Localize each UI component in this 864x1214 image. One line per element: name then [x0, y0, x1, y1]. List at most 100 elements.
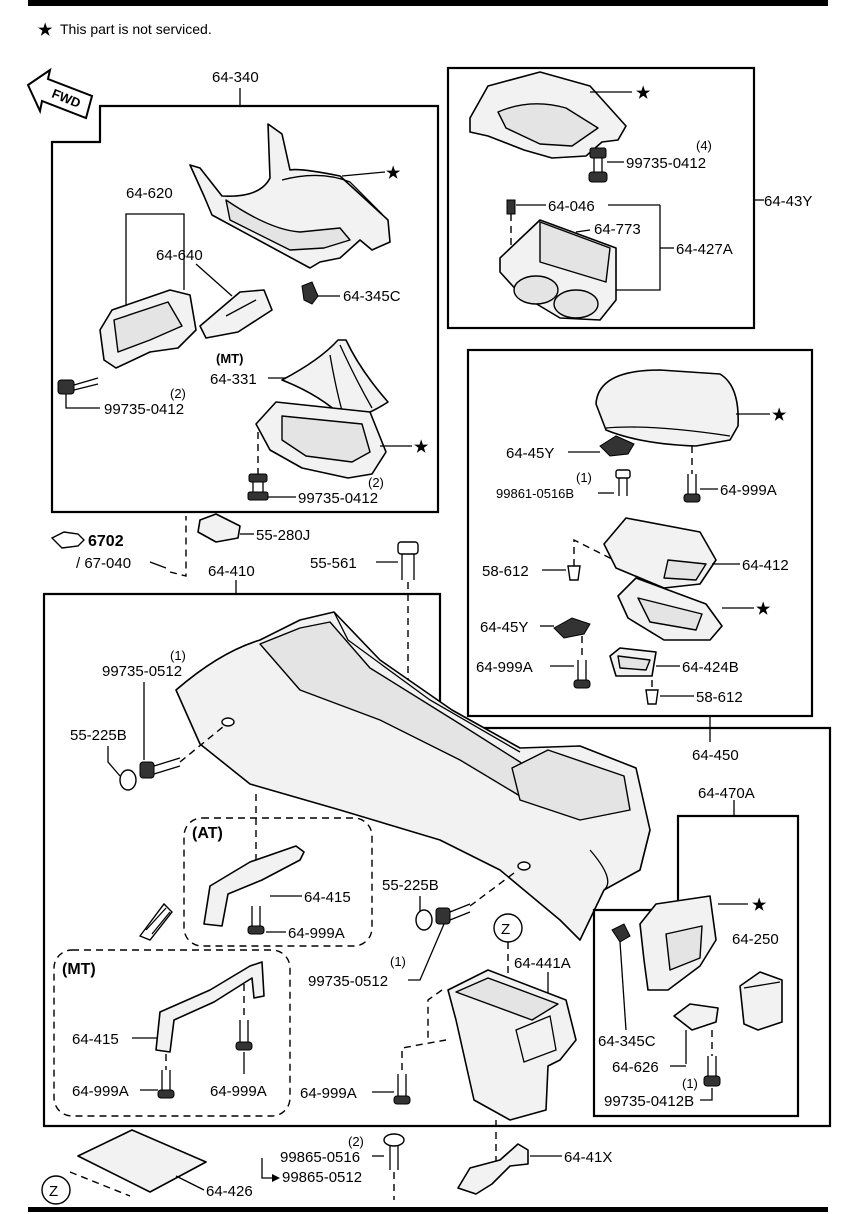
label-99735-0412-a: 99735-0412	[104, 401, 184, 418]
not-serviced-note: ★ This part is not serviced.	[38, 21, 212, 39]
label-64-999A-c: 64-999A	[288, 925, 345, 942]
label-64-250: 64-250	[732, 931, 779, 948]
screw-99735-0512-b	[435, 903, 471, 925]
part-64-626	[673, 1003, 719, 1031]
screw-99865	[383, 1133, 405, 1170]
box-64-410	[42, 592, 832, 1128]
bracket-64-415-at	[203, 845, 305, 927]
label-64-415-b: 64-415	[72, 1031, 119, 1048]
qty-1-b: (1)	[170, 648, 186, 663]
star-icon: ★	[636, 85, 651, 102]
note-text: This part is not serviced.	[60, 21, 212, 37]
label-64-41X: 64-41X	[564, 1149, 612, 1166]
star-icon: ★	[414, 439, 429, 456]
screw-99735-0412-a	[57, 377, 99, 395]
label-99735-0512-b: 99735-0512	[308, 973, 388, 990]
screw-64-999A-e	[235, 1020, 253, 1051]
star-icon: ★	[772, 407, 787, 424]
top-rule	[28, 0, 828, 6]
clip-64-345C	[301, 281, 319, 305]
qty-2-c: (2)	[348, 1134, 364, 1149]
fwd-arrow-icon: FWD	[26, 67, 94, 120]
label-99735-0412-b: 99735-0412	[298, 490, 378, 507]
label-64-470A: 64-470A	[698, 785, 755, 802]
qty-2-b: (2)	[368, 475, 384, 490]
screw-99735-0412-b	[247, 473, 269, 501]
clip-64-345C-b	[611, 923, 631, 943]
clip-58-612-b	[645, 689, 659, 705]
star-icon: ★	[752, 897, 767, 914]
label-64-773: 64-773	[594, 221, 641, 238]
label-mt-a: (MT)	[216, 351, 243, 366]
bolt-55-561	[397, 541, 419, 580]
screw-64-999A-f	[393, 1074, 411, 1105]
label-z-a: Z	[501, 921, 510, 938]
star-icon: ★	[756, 601, 771, 618]
z-marker-b	[41, 1175, 71, 1205]
label-64-999A-a: 64-999A	[720, 482, 777, 499]
screw-99735-0412-c	[588, 147, 608, 183]
ref-hand-icon	[50, 531, 85, 549]
qty-1-c: (1)	[390, 954, 406, 969]
label-64-999A-b: 64-999A	[476, 659, 533, 676]
label-64-410: 64-410	[208, 563, 255, 580]
screw-99735-0412B	[703, 1056, 721, 1087]
star-icon: ★	[386, 165, 401, 182]
label-99735-0512-a: 99735-0512	[102, 663, 182, 680]
center-console-64-410	[175, 611, 651, 941]
part-64-250	[739, 971, 783, 1031]
label-64-999A-e: 64-999A	[210, 1083, 267, 1100]
box-64-450	[466, 348, 814, 718]
pin-64-046	[506, 199, 516, 215]
side-panel-64-640	[199, 289, 273, 339]
label-64-43Y: 64-43Y	[764, 193, 812, 210]
label-64-345C-b: 64-345C	[598, 1033, 656, 1050]
qty-4: (4)	[696, 138, 712, 153]
label-58-612-a: 58-612	[482, 563, 529, 580]
label-64-426: 64-426	[206, 1183, 253, 1200]
direction-arrow-icon	[138, 902, 173, 941]
label-64-45Y-b: 64-45Y	[480, 619, 528, 636]
screw-64-999A-b	[573, 660, 591, 689]
screw-99735-0512-a	[139, 757, 181, 779]
hinge-64-45Y-b	[553, 617, 591, 639]
label-99865-0512: 99865-0512	[282, 1169, 362, 1186]
label-at: (AT)	[192, 825, 223, 842]
box-64-340	[50, 104, 440, 514]
label-64-999A-d: 64-999A	[72, 1083, 129, 1100]
screw-99861-0516B	[615, 469, 631, 496]
ref-sub: / 67-040	[76, 555, 131, 572]
label-55-280J: 55-280J	[256, 527, 310, 544]
label-64-424B: 64-424B	[682, 659, 739, 676]
label-55-225B-a: 55-225B	[70, 727, 127, 744]
screw-64-999A-d	[157, 1070, 175, 1099]
screw-64-999A-a	[683, 474, 701, 503]
label-64-345C-a: 64-345C	[343, 288, 401, 305]
label-99865-0516: 99865-0516	[280, 1149, 360, 1166]
group-mt	[53, 949, 291, 1117]
arrow-icon	[272, 1174, 280, 1182]
label-99861-0516B: 99861-0516B	[496, 486, 574, 501]
ref-number: 6702	[88, 533, 124, 550]
label-64-45Y-a: 64-45Y	[506, 445, 554, 462]
mat-64-426	[77, 1129, 207, 1193]
qty-2-a: (2)	[170, 386, 186, 401]
label-64-626: 64-626	[612, 1059, 659, 1076]
part-55-280J	[197, 513, 241, 543]
screw-64-999A-c	[247, 906, 265, 935]
label-64-415-a: 64-415	[304, 889, 351, 906]
hinge-64-45Y-a	[599, 435, 635, 457]
box-64-43Y	[446, 66, 756, 330]
label-64-620: 64-620	[126, 185, 173, 202]
label-64-640: 64-640	[156, 247, 203, 264]
label-64-427A: 64-427A	[676, 241, 733, 258]
plug-55-225B-b	[415, 909, 433, 931]
label-64-340: 64-340	[212, 69, 259, 86]
label-64-450: 64-450	[692, 747, 739, 764]
label-55-561: 55-561	[310, 555, 357, 572]
label-64-999A-f: 64-999A	[300, 1085, 357, 1102]
bottom-rule	[28, 1207, 828, 1212]
qty-1-d: (1)	[682, 1076, 698, 1091]
qty-1-a: (1)	[576, 470, 592, 485]
